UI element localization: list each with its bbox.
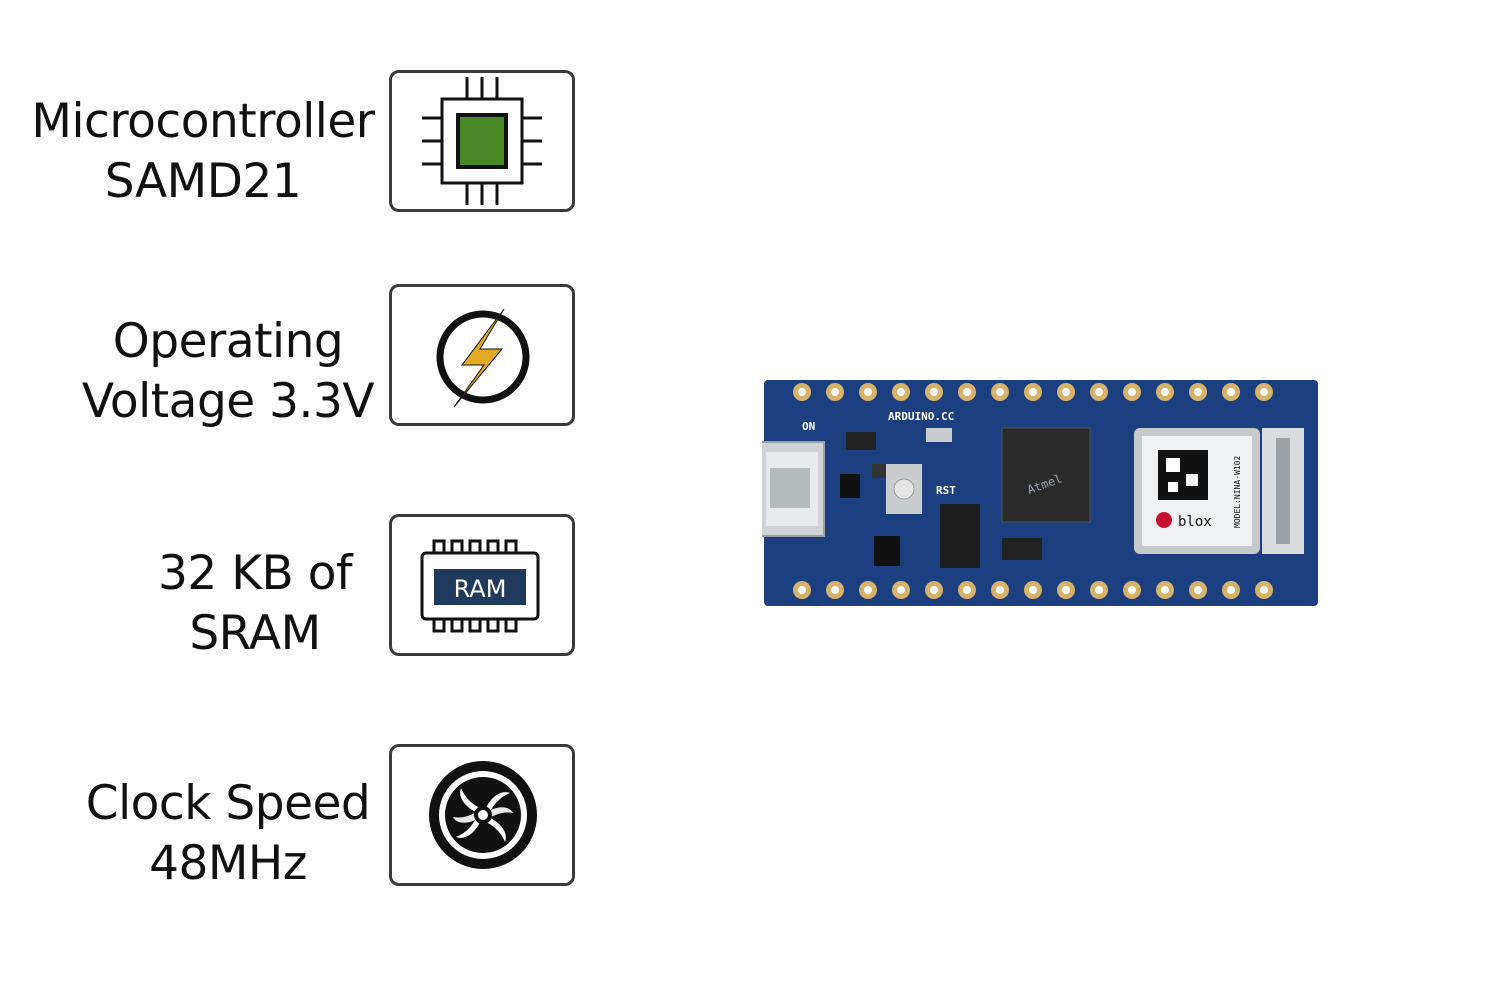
header-pad-hole [996, 388, 1004, 396]
spec-line2: SAMD21 [104, 154, 302, 209]
chip-icon-box [389, 70, 575, 212]
header-pad-hole [930, 388, 938, 396]
silkscreen-on: ON [802, 420, 815, 433]
header-pad-hole [1062, 388, 1070, 396]
silkscreen-brand: ARDUINO.CC [888, 410, 954, 423]
fan-icon-box [389, 744, 575, 886]
header-pad-hole [1095, 586, 1103, 594]
spec-line1: 32 KB of [157, 546, 353, 601]
header-pad-hole [798, 586, 806, 594]
header-pad-hole [1029, 388, 1037, 396]
spec-line1: Microcontroller [31, 94, 375, 149]
header-pad-hole [831, 388, 839, 396]
header-pad-hole [1029, 586, 1037, 594]
header-pad-hole [1227, 586, 1235, 594]
ram-icon-box: RAM [389, 514, 575, 656]
lightning-icon [436, 308, 530, 408]
arduino-board-image: Atmel blox MODEL:NINA-W102 ARDUINO.CC ON… [759, 378, 1320, 608]
header-pad-hole [864, 586, 872, 594]
header-pad-hole [1128, 586, 1136, 594]
header-pad-hole [864, 388, 872, 396]
spec-line2: SRAM [189, 606, 321, 661]
spec-line2: 48MHz [149, 836, 307, 891]
header-pad-hole [930, 586, 938, 594]
spec-sram-label: 32 KB of SRAM [70, 544, 440, 664]
header-pad-hole [1227, 388, 1235, 396]
header-pad-hole [1161, 586, 1169, 594]
header-pad-hole [963, 586, 971, 594]
chip-icon [422, 77, 542, 205]
header-pad-hole [1161, 388, 1169, 396]
header-pad-hole [1260, 586, 1268, 594]
spec-voltage-label: Operating Voltage 3.3V [43, 312, 413, 432]
ram-icon: RAM [420, 539, 540, 633]
header-pad-hole [897, 586, 905, 594]
spec-clock-label: Clock Speed 48MHz [43, 774, 413, 894]
header-pad-hole [963, 388, 971, 396]
silkscreen-rst: RST [936, 484, 956, 497]
lightning-icon-box [389, 284, 575, 426]
header-pad-hole [1194, 586, 1202, 594]
header-pad-hole [798, 388, 806, 396]
module-model: MODEL:NINA-W102 [1233, 456, 1242, 528]
header-pad-hole [1194, 388, 1202, 396]
header-pad-hole [1095, 388, 1103, 396]
header-pad-hole [1062, 586, 1070, 594]
spec-microcontroller-label: Microcontroller SAMD21 [18, 92, 388, 212]
header-pad-hole [897, 388, 905, 396]
module-brand: blox [1178, 514, 1212, 530]
spec-line2: Voltage 3.3V [81, 374, 375, 429]
spec-line1: Operating [112, 314, 344, 369]
ram-icon-text: RAM [454, 575, 507, 603]
fan-icon [429, 761, 537, 869]
header-pad-hole [1260, 388, 1268, 396]
header-pad-hole [996, 586, 1004, 594]
header-pad-hole [831, 586, 839, 594]
header-pad-hole [1128, 388, 1136, 396]
spec-line1: Clock Speed [85, 776, 371, 831]
